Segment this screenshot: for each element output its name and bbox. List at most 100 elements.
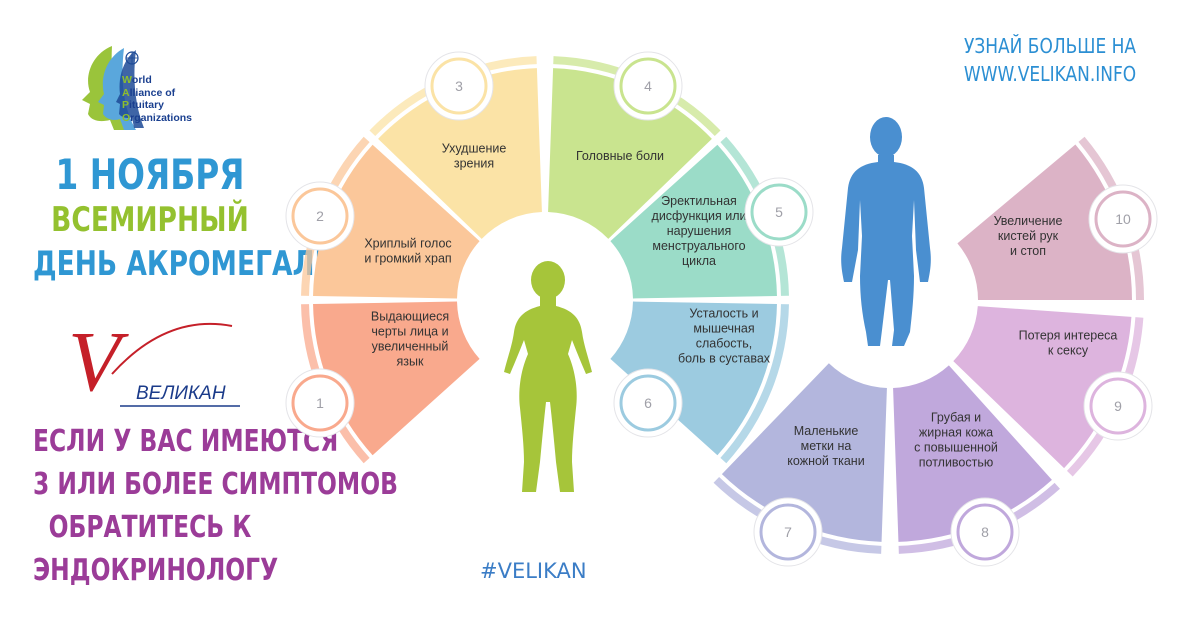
symptom-number: 9 [1114, 398, 1122, 414]
symptom-label: Головные боли [576, 149, 664, 163]
segment-band [610, 144, 777, 299]
number-badge-ring [750, 183, 808, 241]
symptom-label-line: Ухудшение [442, 142, 507, 156]
segment-rim [301, 136, 370, 296]
velikan-logo-icon: V [68, 313, 240, 409]
male-figure-icon [841, 117, 931, 346]
wapo-logo-icon [82, 46, 144, 130]
symptom-label-line: Эректильная [661, 194, 737, 208]
more-info: УЗНАЙ БОЛЬШЕ НА WWW.VELIKAN.INFO [957, 32, 1144, 88]
symptom-label-line: менструального [652, 239, 745, 253]
symptom-number: 3 [455, 78, 463, 94]
segment-rim [720, 304, 789, 464]
callout-line3: ОБРАТИТЕСЬ К [48, 510, 252, 545]
number-badge-ring [291, 187, 349, 245]
segment-rim [1066, 317, 1144, 477]
symptom-label-line: к сексу [1048, 344, 1089, 358]
symptom-number: 2 [316, 208, 324, 224]
number-badge-ring [759, 503, 817, 561]
segment-band [893, 365, 1052, 542]
segment-band [313, 144, 480, 299]
symptom-label-line: с повышенной [914, 441, 998, 455]
symptom-label-line: кистей рук [998, 229, 1059, 243]
segment-rim [553, 56, 721, 137]
symptom-label-line: Выдающиеся [371, 310, 449, 324]
symptom-number: 1 [316, 395, 324, 411]
symptom-number: 8 [981, 524, 989, 540]
segment-rim [301, 304, 370, 464]
brand-word: ВЕЛИКАН [136, 383, 226, 404]
symptom-label-line: метки на [801, 439, 852, 453]
segment-rim [1078, 136, 1144, 300]
symptom-label-line: Усталость и [689, 307, 758, 321]
segment-rim [720, 136, 789, 296]
organization-name: World Alliance of Pituitary Organization… [122, 74, 193, 124]
symptom-label-line: язык [397, 355, 424, 369]
symptom-number: 4 [644, 78, 652, 94]
symptom-number: 10 [1115, 211, 1131, 227]
callout-line4: ЭНДОКРИНОЛОГУ [33, 553, 279, 588]
symptom-number: 6 [644, 395, 652, 411]
segment-band [721, 363, 887, 542]
symptom-label-line: кожной ткани [787, 454, 864, 468]
symptom-label-line: Потеря интереса [1019, 329, 1118, 343]
symptom-label-line: Маленькие [794, 424, 859, 438]
symptom-label-line: нарушения [667, 224, 732, 238]
symptom-label-line: Головные боли [576, 149, 664, 163]
symptom-number: 5 [775, 204, 783, 220]
more-info-line1: УЗНАЙ БОЛЬШЕ НА [963, 34, 1137, 58]
segment-band [610, 301, 777, 456]
number-badge-ring [430, 57, 488, 115]
symptom-label-line: зрения [454, 157, 494, 171]
number-badge-ring [956, 503, 1014, 561]
symptom-label-line: увеличенный [372, 340, 449, 354]
symptom-label-line: потливостью [919, 456, 994, 470]
number-badge-ring [619, 374, 677, 432]
segment-rim [898, 482, 1060, 554]
headline-line2: ВСЕМИРНЫЙ [51, 200, 249, 240]
segment-rim [369, 56, 537, 137]
left-panel: World Alliance of Pituitary Organization… [0, 0, 398, 628]
segment-band [378, 68, 542, 239]
segment-band [313, 301, 480, 456]
more-info-url[interactable]: WWW.VELIKAN.INFO [963, 62, 1137, 86]
symptom-label-line: боль в суставах [678, 352, 771, 366]
segment-band [957, 144, 1132, 300]
number-badge-ring [619, 57, 677, 115]
segment-rim [713, 476, 882, 554]
symptom-label-line: цикла [682, 254, 716, 268]
symptom-label-line: и стоп [1010, 244, 1046, 258]
symptom-segment-4: Головные боли 4 [548, 51, 721, 239]
hashtag: #VELIKAN [480, 559, 587, 583]
symptom-label-line: и громкий храп [364, 252, 451, 266]
number-badge-ring [1089, 377, 1147, 435]
symptom-label-line: Хриплый голос [364, 237, 451, 251]
segment-band [953, 306, 1132, 469]
symptom-label-line: жирная кожа [919, 426, 993, 440]
symptom-number: 7 [784, 524, 792, 540]
symptom-label-line: Увеличение [994, 214, 1063, 228]
symptom-label-line: мышечная [693, 322, 754, 336]
symptom-label-line: Грубая и [931, 411, 981, 425]
brand-letter: V [68, 313, 129, 409]
